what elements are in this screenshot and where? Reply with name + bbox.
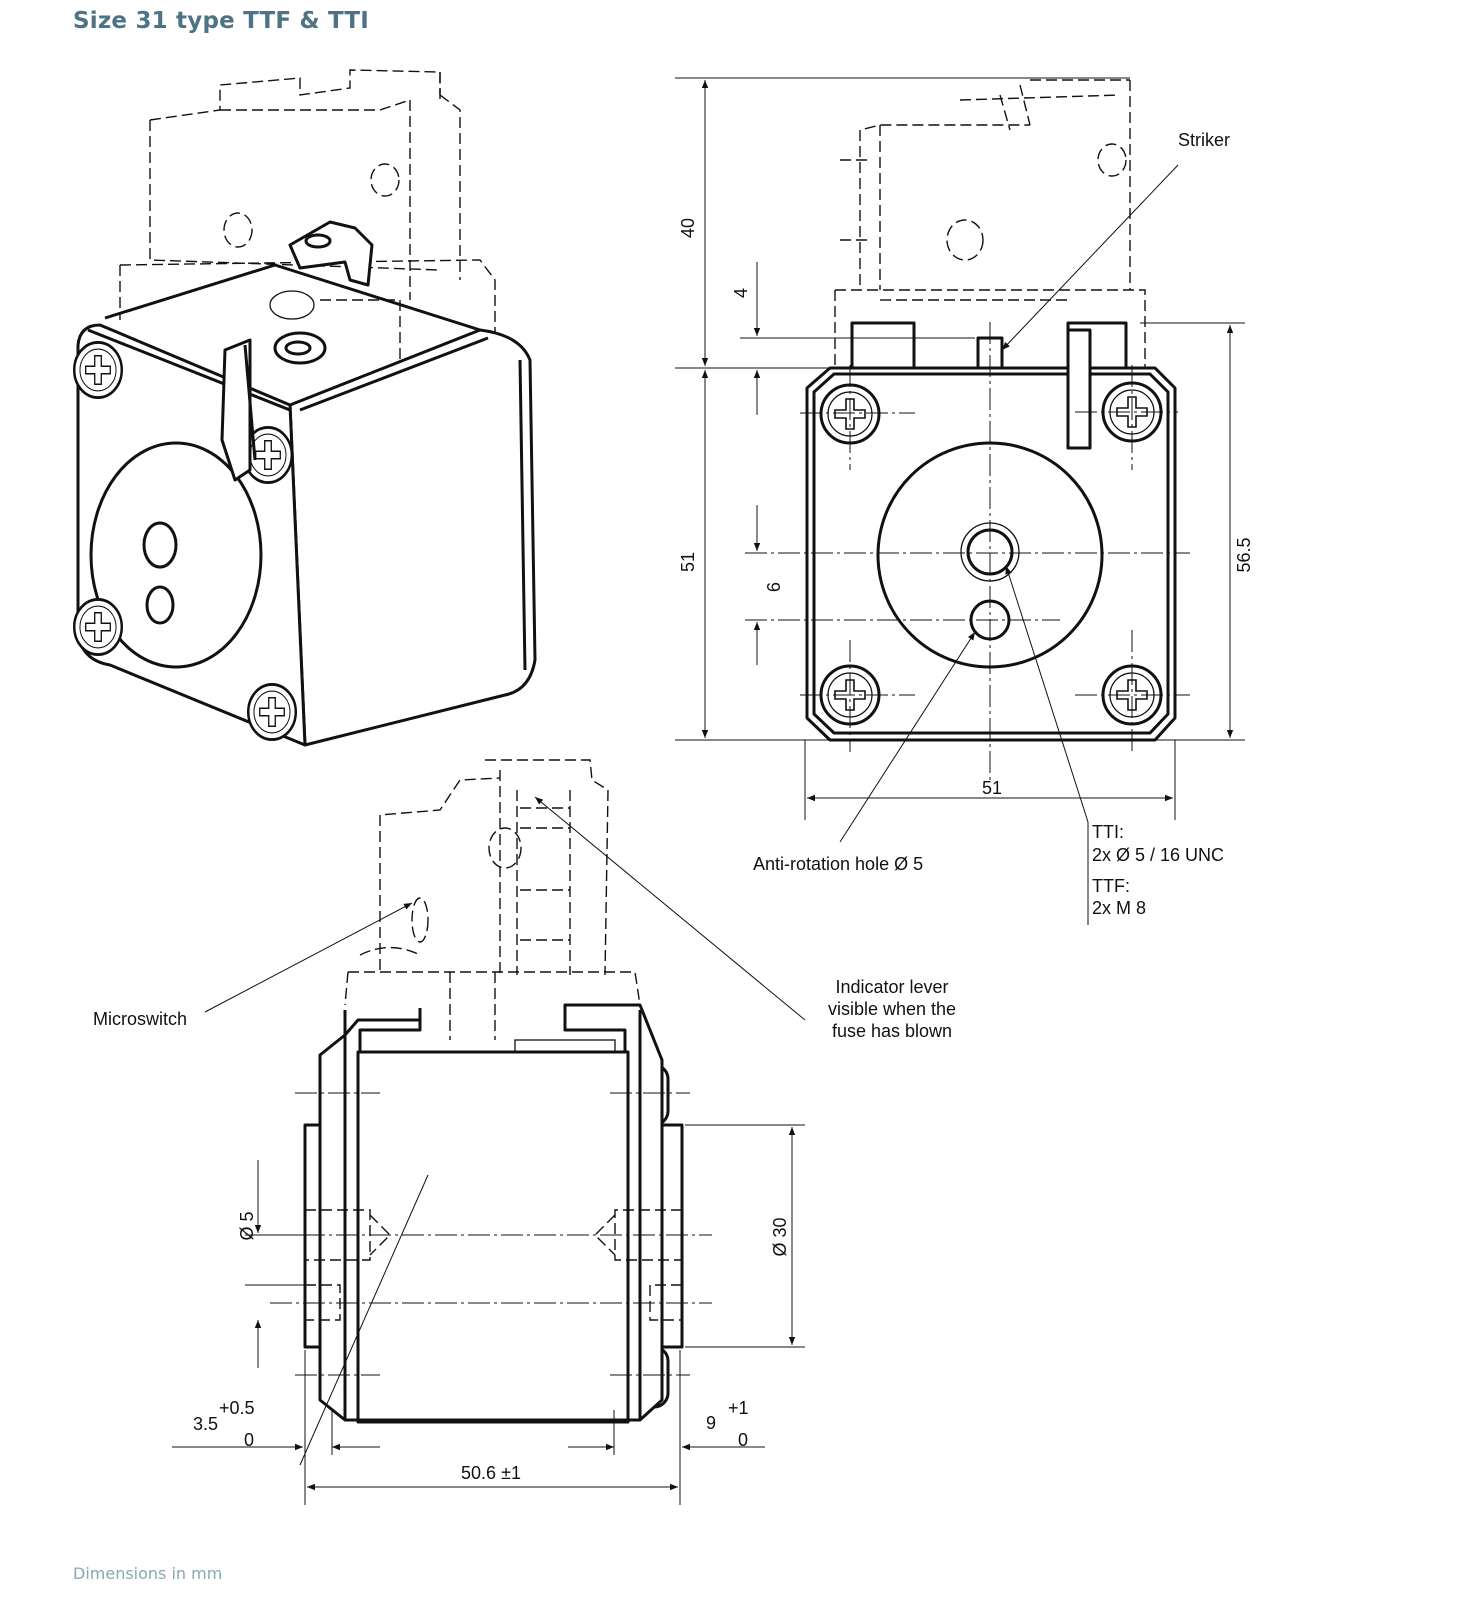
iso-screw-br <box>246 683 298 741</box>
iso-microswitch-outline <box>149 69 461 300</box>
tti-label: TTI: <box>1092 822 1124 842</box>
dim-left-value: 3.5 <box>193 1414 218 1434</box>
dim-hole-offset: 9 <box>763 582 783 592</box>
indicator-line2: visible when the <box>828 999 956 1019</box>
front-view: 40 4 51 9 56.5 51 Striker Anti-rotation … <box>675 77 1254 925</box>
ttf-label: TTF: <box>1092 876 1130 896</box>
dim-left-plus: +0.5 <box>219 1398 255 1418</box>
side-view: Ø 5 Ø 30 50.6 ±1 3.5 +0.5 0 9 +1 0 Micro… <box>93 759 956 1505</box>
anti-rotation-label: Anti-rotation hole Ø 5 <box>753 854 923 874</box>
microswitch-label: Microswitch <box>93 1009 187 1029</box>
dim-boss-dia: Ø 30 <box>770 1217 790 1256</box>
page-title: Size 31 type TTF & TTI <box>73 8 370 34</box>
iso-fuse-body <box>72 220 537 747</box>
indicator-line3: fuse has blown <box>832 1021 952 1041</box>
dim-small-gap: 4 <box>731 288 751 298</box>
front-microswitch-outline <box>834 79 1146 370</box>
striker-label: Striker <box>1178 130 1230 150</box>
dimensions-footnote: Dimensions in mm <box>73 1564 223 1583</box>
dim-right-value: 9 <box>706 1413 716 1433</box>
side-microswitch-outline <box>344 759 641 1040</box>
dim-body-height: 51 <box>678 552 698 572</box>
dim-overall-width: 50.6 ±1 <box>461 1463 521 1483</box>
tti-value: 2x Ø 5 / 16 UNC <box>1092 845 1224 865</box>
dim-body-width: 51 <box>982 778 1002 798</box>
dim-left-zero: 0 <box>244 1430 254 1450</box>
ttf-value: 2x M 8 <box>1092 898 1146 918</box>
dim-hole-dia: Ø 5 <box>237 1211 257 1240</box>
indicator-line1: Indicator lever <box>835 977 948 997</box>
dim-right-zero: 0 <box>738 1430 748 1450</box>
dim-top-height: 40 <box>678 218 698 238</box>
dim-overall-height: 56.5 <box>1234 537 1254 572</box>
iso-screw-tl <box>72 341 124 399</box>
dim-right-plus: +1 <box>728 1398 749 1418</box>
isometric-view <box>72 69 537 747</box>
iso-screw-bl <box>72 598 124 656</box>
